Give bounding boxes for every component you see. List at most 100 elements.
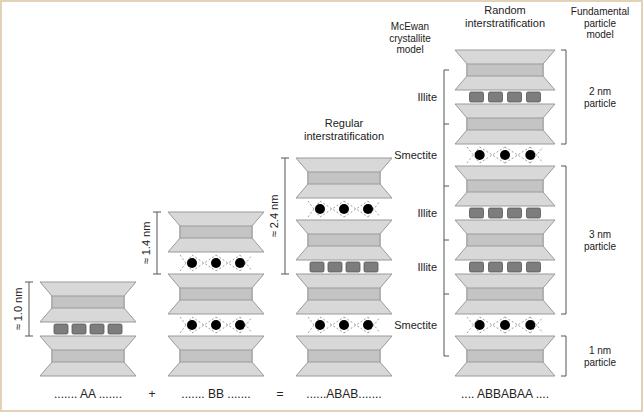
hydrated-cation — [235, 320, 245, 330]
particle-label: 1 nm particle — [572, 345, 628, 368]
potassium-ion — [346, 262, 360, 272]
octahedral-sheet — [308, 172, 380, 184]
particle-bracket — [566, 336, 567, 376]
crystallite-tick — [444, 240, 449, 241]
layer-stack — [168, 212, 264, 376]
potassium-ion — [527, 262, 541, 272]
potassium-ion — [310, 262, 324, 272]
particle-bracket — [566, 166, 567, 314]
hydrated-cation — [339, 204, 349, 214]
layer-stack — [296, 158, 392, 376]
particle-tick — [561, 336, 566, 337]
operator-sign: + — [148, 388, 155, 402]
hydrated-cation — [475, 150, 485, 160]
dimension-label: ≈ 1.0 nm — [12, 288, 25, 331]
hydrated-cation — [211, 320, 221, 330]
octahedral-sheet — [180, 226, 252, 238]
hydrated-cation — [235, 258, 245, 268]
crystallite-tick — [444, 356, 449, 357]
particle-tick — [561, 376, 566, 377]
octahedral-sheet — [308, 234, 380, 246]
hydrated-cation — [315, 320, 325, 330]
potassium-ion — [508, 208, 522, 218]
particle-tick — [561, 50, 566, 51]
layer-type-label: Illite — [377, 207, 437, 220]
dimension-label: ≈ 2.4 nm — [268, 195, 281, 238]
octahedral-sheet — [467, 118, 543, 130]
model-heading: Random interstratification — [450, 4, 560, 29]
tot-layer — [455, 166, 555, 206]
hydrated-cation — [525, 150, 535, 160]
sequence-label: .... ABBABAA .... — [461, 388, 549, 402]
potassium-ion — [364, 262, 378, 272]
tot-layer — [40, 336, 136, 376]
crystallite-tick — [444, 70, 449, 71]
particle-label: 2 nm particle — [572, 86, 628, 109]
layer-type-label: Illite — [377, 91, 437, 104]
particle-label: 3 nm particle — [572, 229, 628, 252]
hydrated-cation — [187, 258, 197, 268]
dimension-line — [285, 158, 286, 274]
potassium-ion — [470, 208, 484, 218]
sequence-label: ......ABAB....... — [306, 388, 381, 402]
dimension-tick — [153, 212, 161, 213]
dimension-tick — [153, 274, 161, 275]
hydrated-cation — [363, 320, 373, 330]
tot-layer — [296, 158, 392, 198]
particle-tick — [561, 144, 566, 145]
tot-layer — [296, 274, 392, 314]
particle-tick — [561, 166, 566, 167]
potassium-ion — [470, 92, 484, 102]
dimension-tick — [25, 282, 33, 283]
tot-layer — [40, 282, 136, 322]
model-heading: Fundamental particle model — [569, 6, 631, 41]
tot-layer — [455, 336, 555, 376]
dimension-line — [29, 282, 30, 336]
hydrated-cation — [500, 150, 510, 160]
crystallite-tick — [444, 124, 449, 125]
octahedral-sheet — [467, 64, 543, 76]
tot-layer — [455, 104, 555, 144]
potassium-ion — [90, 324, 104, 334]
dimension-tick — [25, 336, 33, 337]
layer-type-label: Illite — [377, 261, 437, 274]
hydrated-cation — [187, 320, 197, 330]
sequence-label: ....... AA ....... — [54, 388, 122, 402]
hydrated-cation — [500, 320, 510, 330]
dimension-line — [157, 212, 158, 274]
crystallite-tick — [444, 186, 449, 187]
hydrated-cation — [475, 320, 485, 330]
sequence-label: ....... BB ....... — [181, 388, 250, 402]
tot-layer — [168, 336, 264, 376]
potassium-ion — [508, 262, 522, 272]
potassium-ion — [527, 92, 541, 102]
dimension-tick — [281, 158, 289, 159]
octahedral-sheet — [180, 288, 252, 300]
octahedral-sheet — [52, 296, 124, 308]
octahedral-sheet — [467, 288, 543, 300]
tot-layer — [168, 274, 264, 314]
potassium-ion — [489, 208, 503, 218]
potassium-ion — [54, 324, 68, 334]
particle-tick — [561, 314, 566, 315]
octahedral-sheet — [308, 288, 380, 300]
octahedral-sheet — [467, 350, 543, 362]
octahedral-sheet — [308, 350, 380, 362]
octahedral-sheet — [52, 350, 124, 362]
hydrated-cation — [211, 258, 221, 268]
potassium-ion — [527, 208, 541, 218]
tot-layer — [455, 274, 555, 314]
model-heading: McEwan crystallite model — [381, 21, 439, 56]
hydrated-cation — [525, 320, 535, 330]
potassium-ion — [489, 262, 503, 272]
hydrated-cation — [363, 204, 373, 214]
octahedral-sheet — [467, 234, 543, 246]
particle-bracket — [566, 50, 567, 144]
tot-layer — [296, 336, 392, 376]
dimension-label: ≈ 1.4 nm — [140, 222, 153, 265]
operator-sign: = — [276, 388, 283, 402]
tot-layer — [455, 220, 555, 260]
dimension-tick — [281, 274, 289, 275]
tot-layer — [455, 50, 555, 90]
